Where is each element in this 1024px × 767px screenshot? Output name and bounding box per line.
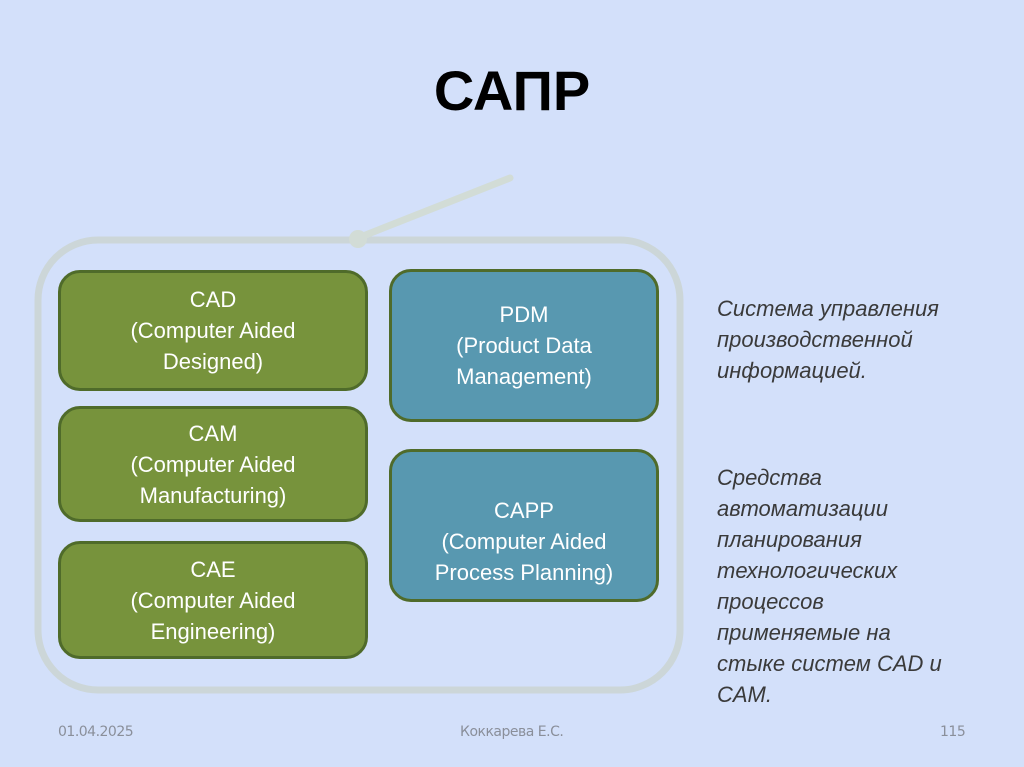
cam-acronym: CAM bbox=[188, 420, 238, 446]
capp-description-line: автоматизации bbox=[717, 496, 888, 521]
cae-expansion-line1: (Computer Aided bbox=[130, 587, 296, 613]
cae-box: CAE (Computer Aided Engineering) bbox=[58, 541, 368, 659]
pdm-description: Система управления производственной инфо… bbox=[717, 293, 1007, 386]
connector-line bbox=[354, 174, 514, 242]
footer-date: 01.04.2025 bbox=[58, 724, 134, 740]
capp-description-line: Средства bbox=[717, 465, 822, 490]
cae-expansion-line2: Engineering) bbox=[150, 618, 276, 644]
capp-description-line: CAM. bbox=[717, 682, 772, 707]
cad-expansion-line2: Designed) bbox=[162, 349, 264, 374]
capp-description: Средства автоматизации планирования техн… bbox=[717, 462, 1007, 710]
capp-description-line: технологических bbox=[717, 558, 898, 583]
capp-expansion-line1: (Computer Aided bbox=[441, 529, 607, 554]
pdm-description-line: Система управления bbox=[717, 296, 939, 321]
cad-box: CAD (Computer Aided Designed) bbox=[58, 270, 368, 391]
pdm-acronym: PDM bbox=[499, 302, 549, 327]
capp-description-line: процессов bbox=[717, 589, 824, 614]
pdm-expansion-line1: (Product Data bbox=[456, 333, 592, 358]
cad-expansion-line1: (Computer Aided bbox=[130, 318, 296, 343]
cam-expansion-line2: Manufacturing) bbox=[139, 482, 287, 508]
footer-author: Коккарева Е.С. bbox=[460, 724, 564, 740]
capp-expansion-line2: Process Planning) bbox=[434, 560, 614, 585]
pdm-expansion-line2: Management) bbox=[456, 364, 592, 389]
pdm-description-line: производственной bbox=[717, 327, 913, 352]
pdm-description-line: информацией. bbox=[717, 358, 867, 383]
cam-expansion-line1: (Computer Aided bbox=[130, 451, 296, 477]
capp-acronym: CAPP bbox=[494, 498, 554, 523]
pdm-box: PDM (Product Data Management) bbox=[389, 269, 659, 422]
capp-box: CAPP (Computer Aided Process Planning) bbox=[389, 449, 659, 602]
cae-acronym: CAE bbox=[190, 556, 236, 582]
cad-acronym: CAD bbox=[189, 287, 237, 312]
slide-title: САПР bbox=[433, 59, 591, 122]
footer-page-number: 115 bbox=[940, 724, 966, 740]
connector-dot bbox=[349, 230, 367, 248]
capp-description-line: стыке систем CAD и bbox=[717, 651, 942, 676]
cam-box: CAM (Computer Aided Manufacturing) bbox=[58, 406, 368, 522]
capp-description-line: применяемые на bbox=[717, 620, 891, 645]
capp-description-line: планирования bbox=[717, 527, 862, 552]
